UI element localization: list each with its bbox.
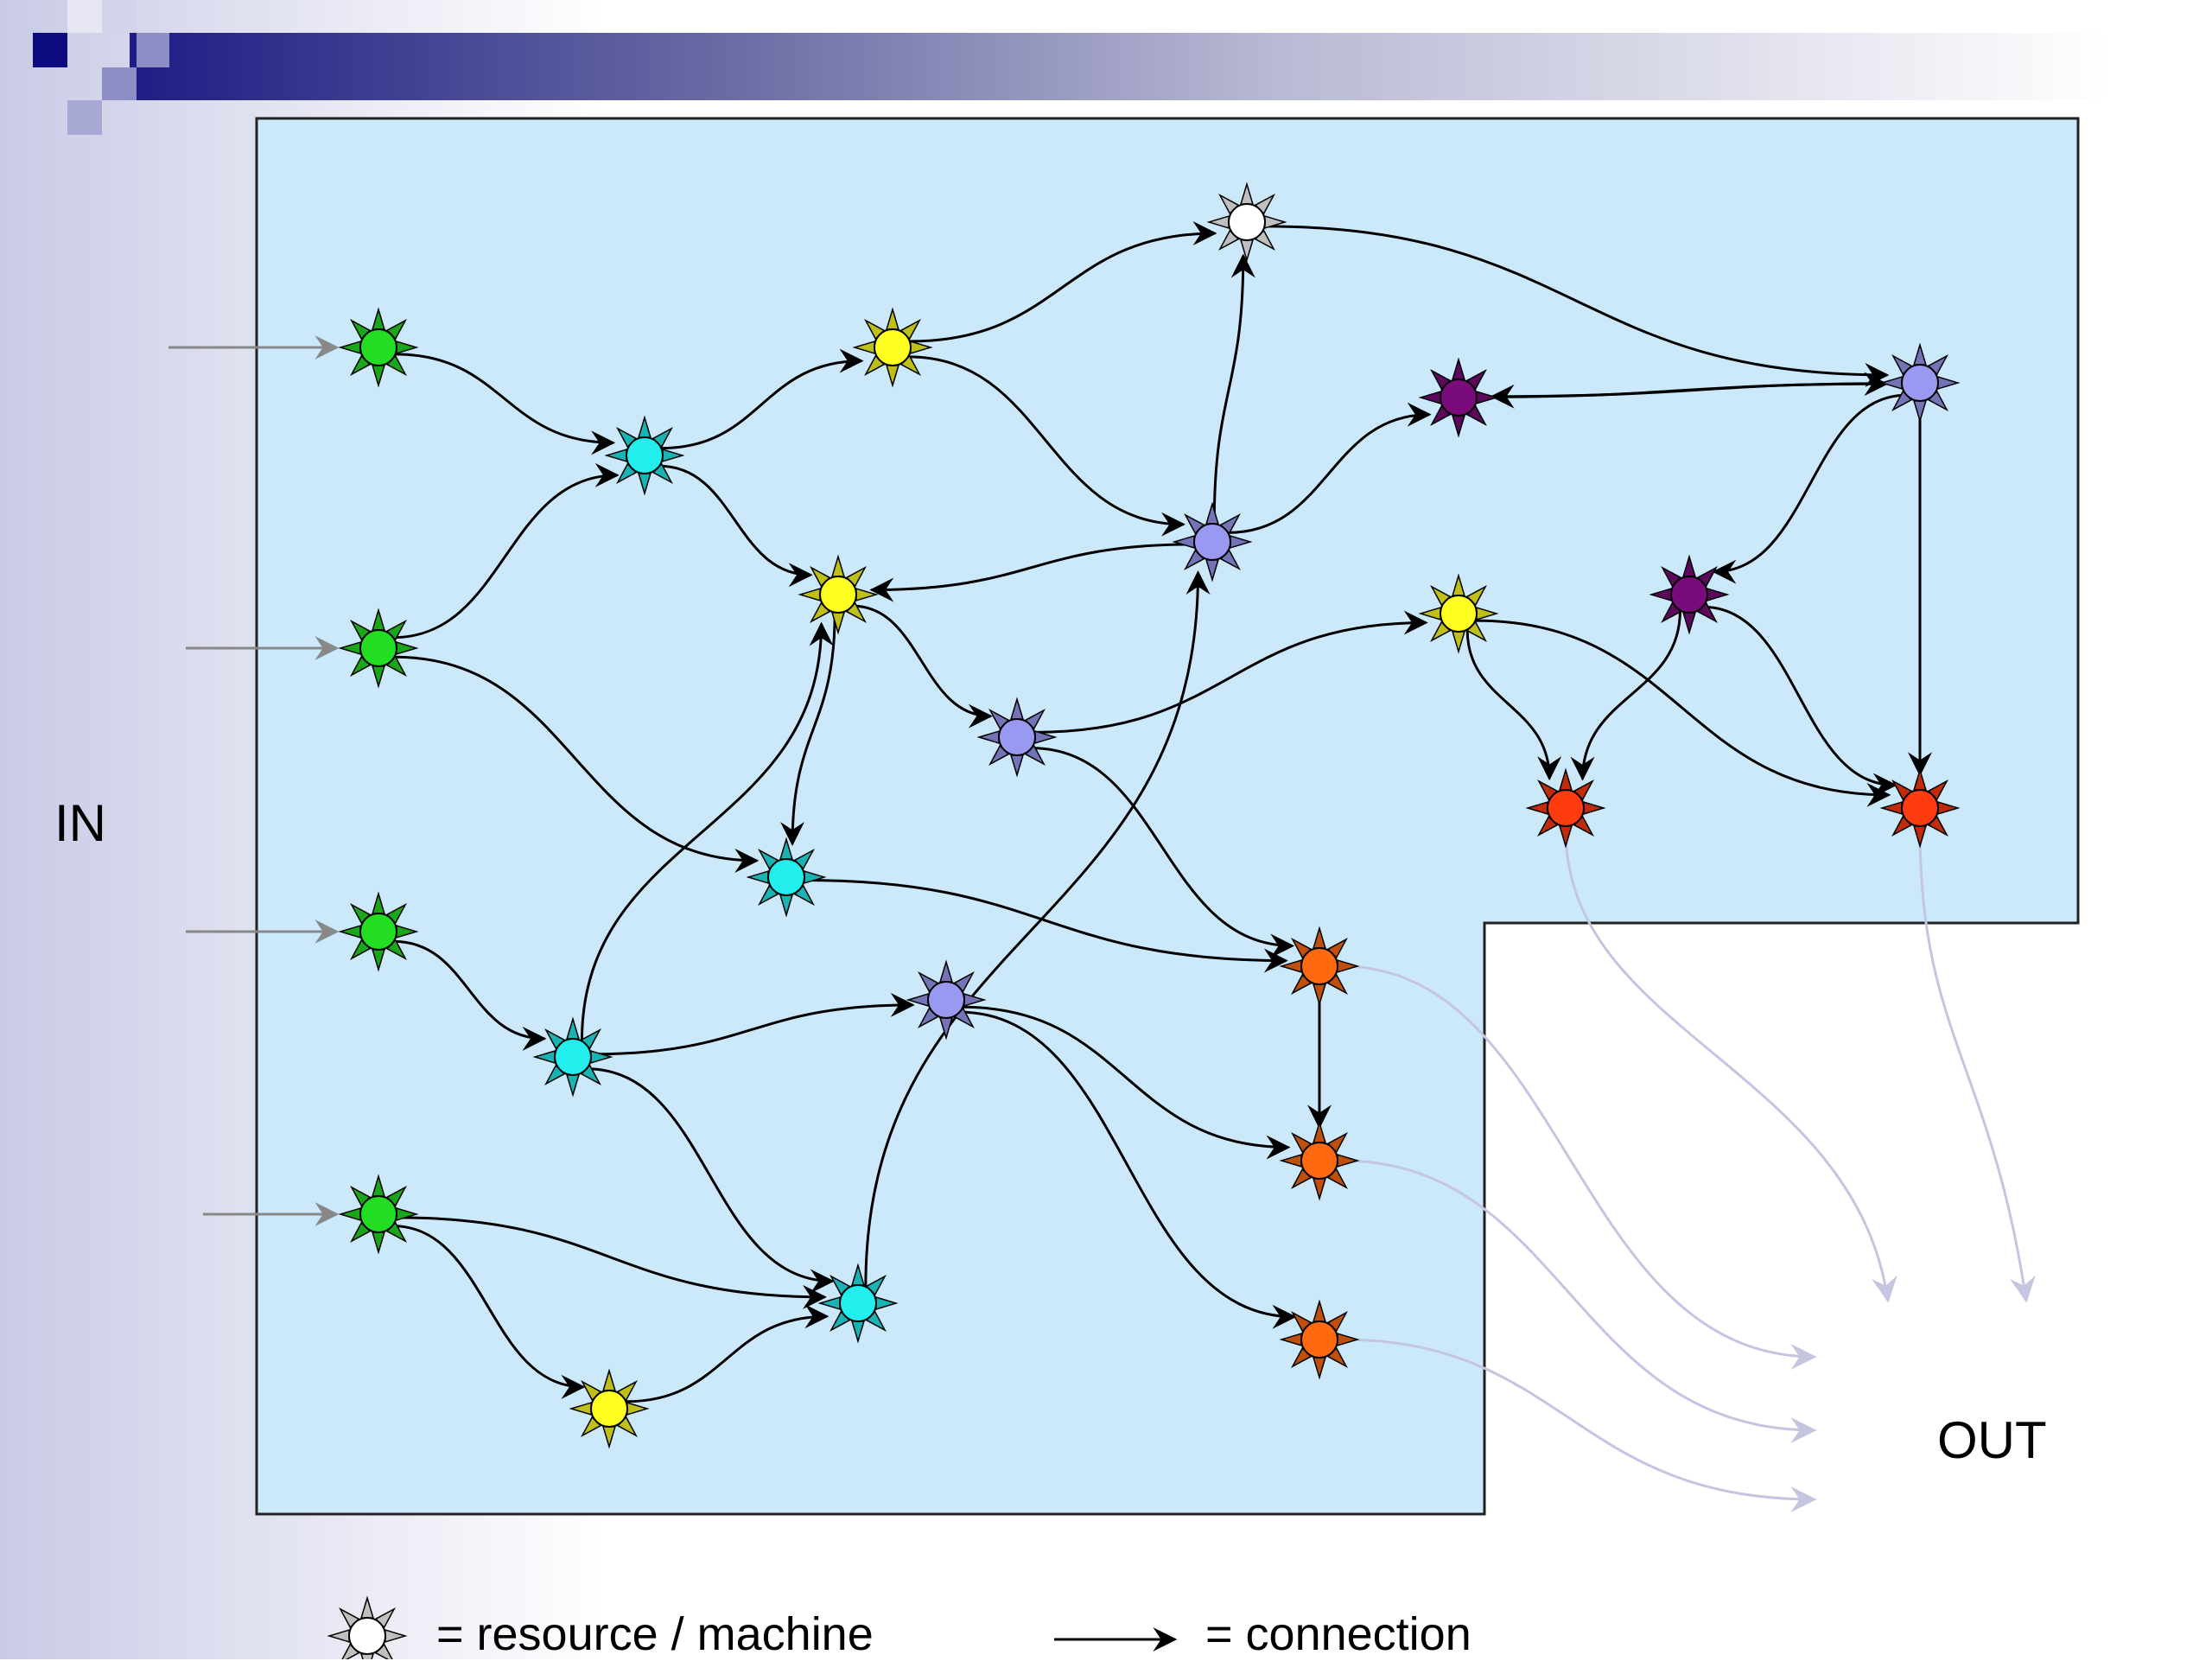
connection-arrow <box>392 1225 586 1399</box>
resource-node-g3 <box>338 891 419 972</box>
connection-arrow <box>590 992 915 1056</box>
connection-arrow <box>395 353 616 455</box>
resource-node-c2 <box>532 1016 613 1098</box>
out-label: OUT <box>1937 1411 2047 1469</box>
connection-arrow <box>1212 253 1255 525</box>
factory-boundary <box>255 117 2080 1516</box>
in-label: IN <box>54 794 106 852</box>
connection-arrow <box>580 621 834 1041</box>
legend-resource-text: = resource / machine <box>436 1608 874 1660</box>
output-arrow <box>1340 964 1817 1370</box>
resource-node-c4 <box>817 1263 899 1344</box>
deco-square <box>137 33 169 67</box>
connection-arrow <box>959 1010 1297 1329</box>
title-bar <box>130 33 2212 100</box>
connection-arrow <box>1712 393 1907 584</box>
connection-arrow <box>1570 610 1681 781</box>
deco-square <box>102 67 137 100</box>
resource-node-c3 <box>746 837 827 918</box>
resource-node-l2 <box>1879 342 1961 423</box>
connection-arrow <box>393 939 547 1051</box>
resource-node-g2 <box>338 608 419 689</box>
resource-node-w1 <box>1206 181 1287 263</box>
deco-square <box>67 100 102 135</box>
output-arrow <box>1340 1338 1817 1512</box>
connection-arrow <box>393 462 620 640</box>
resource-node-y1 <box>852 307 933 388</box>
resource-node-y4 <box>569 1368 650 1449</box>
connection-arrow <box>1031 747 1295 958</box>
resource-node-l3 <box>976 697 1058 778</box>
connection-arrow <box>780 612 836 846</box>
connection-arrow <box>626 1304 830 1403</box>
resource-node-o1 <box>1279 926 1360 1007</box>
resource-node-y2 <box>798 554 879 635</box>
resource-node-l1 <box>1172 501 1253 582</box>
resource-node-r2 <box>1879 767 1961 849</box>
resource-node-g4 <box>338 1174 419 1255</box>
connection-arrow <box>852 604 993 729</box>
connection-arrow <box>963 1005 1291 1160</box>
deco-square <box>33 33 67 67</box>
legend-resource-icon <box>327 1595 408 1659</box>
output-arrow <box>1918 829 2036 1303</box>
connection-arrow <box>659 464 813 588</box>
legend-connection-text: = connection <box>1205 1608 1471 1660</box>
connection-arrow <box>586 1067 835 1294</box>
resource-node-r1 <box>1525 767 1606 849</box>
connection-arrow <box>1476 372 1889 398</box>
resource-node-y3 <box>1418 573 1499 654</box>
connection-arrow <box>661 348 864 450</box>
resource-node-p2 <box>1649 554 1730 635</box>
resource-node-g1 <box>338 307 419 388</box>
resource-node-l4 <box>906 959 987 1041</box>
connection-arrow <box>907 355 1186 537</box>
connection-arrow <box>394 655 760 873</box>
connection-arrow <box>1465 629 1562 781</box>
resource-node-o2 <box>1279 1120 1360 1201</box>
output-arrow <box>1564 829 1897 1303</box>
connection-arrow <box>804 878 1288 973</box>
connection-arrow <box>1034 610 1428 734</box>
resource-node-c1 <box>604 415 685 496</box>
connection-arrow <box>909 221 1217 343</box>
connection-arrow <box>1475 619 1891 807</box>
resource-node-p1 <box>1418 357 1499 438</box>
resource-node-o3 <box>1279 1299 1360 1380</box>
deco-square <box>67 0 102 33</box>
connection-arrow <box>864 570 1211 1287</box>
connection-arrow <box>1264 225 1890 387</box>
connection-arrow <box>1702 605 1897 798</box>
output-arrow <box>1340 1159 1817 1443</box>
connection-arrow <box>1228 402 1432 534</box>
deco-square <box>102 0 137 33</box>
connection-arrow <box>869 543 1195 602</box>
connection-arrow <box>396 1216 827 1309</box>
